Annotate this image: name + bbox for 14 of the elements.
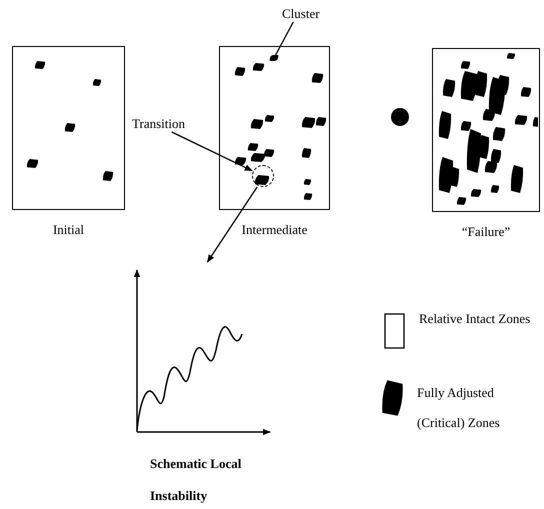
leader-line — [275, 22, 294, 56]
arrow — [206, 186, 258, 263]
panel-caption: Intermediate — [240, 222, 308, 238]
panel-caption: Initial — [52, 222, 86, 238]
legend-label: Relative Intact Zones — [419, 311, 532, 327]
transition-label: Transition — [132, 116, 185, 132]
panel-caption: “Failure” — [460, 224, 512, 240]
graph-caption: Schematic Local Instability — [150, 455, 242, 505]
bullet-dot — [391, 108, 409, 126]
dashed-circle — [252, 165, 274, 187]
cluster-label: Cluster — [282, 6, 320, 22]
arrow — [171, 131, 253, 172]
damage-zone — [269, 55, 279, 61]
legend-label: Fully Adjusted (Critical) Zones — [417, 384, 501, 432]
